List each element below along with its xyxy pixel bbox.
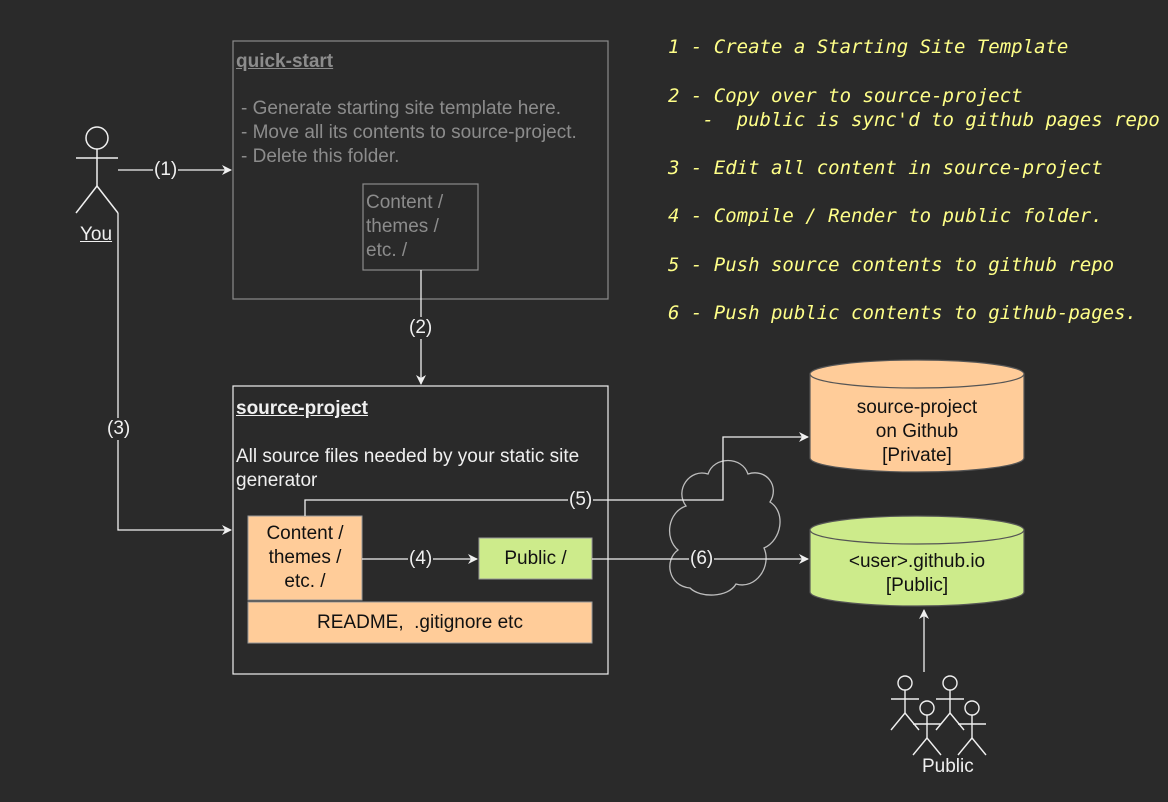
step-3: 3 - Edit all content in source-project (668, 157, 1103, 179)
quick-start-title: quick-start (236, 51, 334, 72)
step-2-sub: - public is sync'd to github pages repo (668, 109, 1160, 131)
readme-label: README, .gitignore etc (317, 612, 523, 633)
public-actors-icon (890, 675, 987, 756)
quick-start-content-line-2: themes / (366, 216, 439, 237)
source-content-line-2: themes / (268, 547, 342, 568)
step-5: 5 - Push source contents to github repo (668, 254, 1115, 276)
quick-start-content-line-1: Content / (366, 192, 444, 213)
private-repo-line-3: [Private] (882, 445, 952, 466)
you-label: You (80, 224, 113, 245)
quick-start-line-1: - Generate starting site template here. (241, 98, 561, 119)
edge-2-label: (2) (408, 317, 434, 339)
edge-1-label: (1) (153, 159, 179, 181)
source-project-box (232, 385, 609, 675)
edge-4-label: (4) (408, 548, 434, 570)
source-content-line-1: Content / (266, 523, 344, 544)
internet-cloud-icon (668, 460, 781, 596)
pages-repo-line-1: <user>.github.io (848, 551, 986, 572)
quick-start-line-2: - Move all its contents to source-projec… (241, 122, 577, 143)
step-6: 6 - Push public contents to github-pages… (668, 302, 1137, 324)
edge-3-line (117, 213, 232, 535)
github-pages-repo-cylinder (809, 515, 1025, 607)
private-repo-line-1: source-project (856, 397, 978, 418)
source-project-title: source-project (236, 398, 368, 419)
source-project-desc-2: generator (236, 470, 318, 491)
source-project-desc-1: All source files needed by your static s… (236, 446, 580, 467)
edge-6-label: (6) (689, 548, 715, 570)
quick-start-line-3: - Delete this folder. (241, 146, 400, 167)
public-folder-label: Public / (504, 548, 567, 569)
private-repo-line-2: on Github (875, 421, 959, 442)
public-label: Public (922, 756, 974, 777)
you-actor-icon (75, 126, 119, 214)
public-folder-box (478, 537, 593, 580)
edge-5-line (304, 432, 809, 516)
quick-start-content-line-3: etc. / (366, 240, 408, 261)
edge-5-label: (5) (568, 489, 594, 511)
source-content-line-3: etc. / (284, 571, 326, 592)
github-private-repo-cylinder (809, 359, 1025, 473)
source-content-box (247, 515, 363, 601)
step-1: 1 - Create a Starting Site Template (668, 36, 1069, 58)
step-4: 4 - Compile / Render to public folder. (668, 205, 1103, 227)
step-2: 2 - Copy over to source-project (668, 85, 1023, 107)
edge-3-label: (3) (106, 418, 132, 440)
quick-start-box (232, 40, 609, 300)
pages-repo-line-2: [Public] (885, 575, 949, 596)
readme-box (247, 601, 593, 644)
